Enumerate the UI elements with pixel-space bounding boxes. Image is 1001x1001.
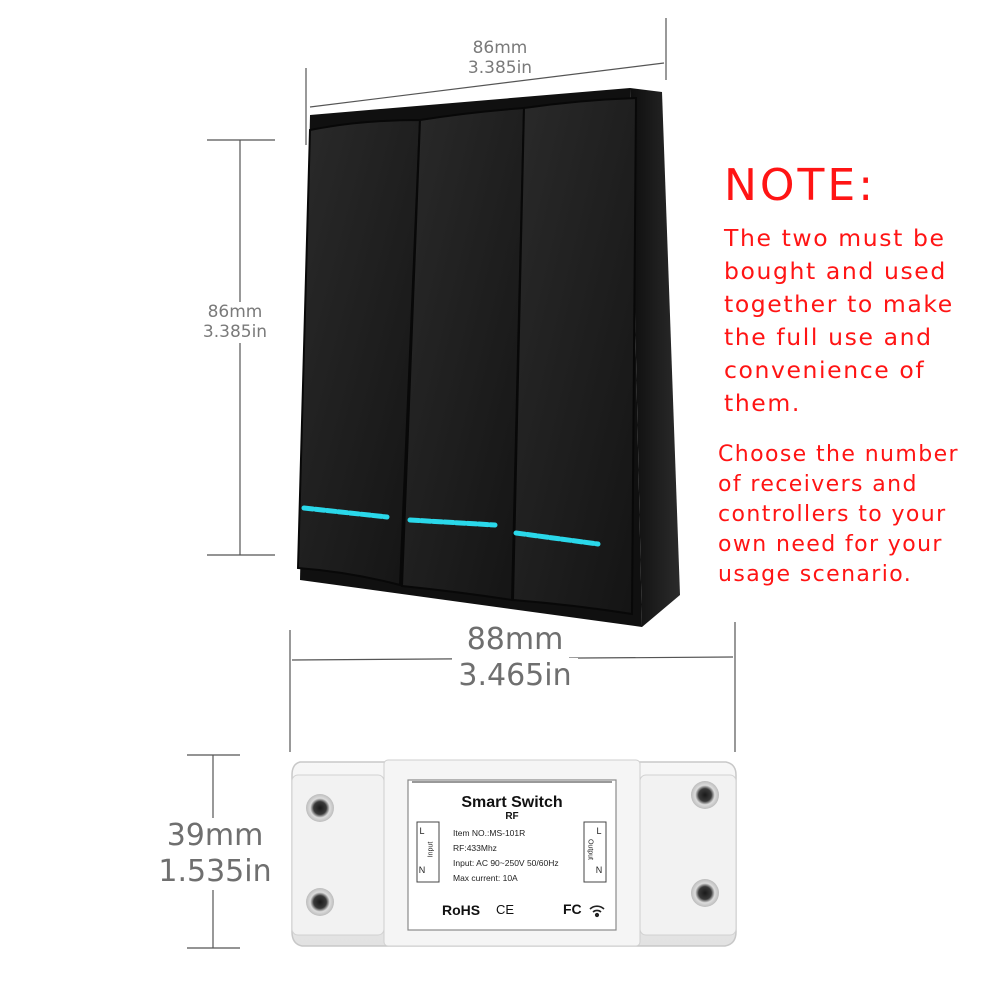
note-line: usage scenario. (718, 562, 913, 587)
switch-width-label: 86mm 3.385in (440, 38, 560, 79)
label-specs: Item NO.:MS-101R RF:433Mhz Input: AC 90~… (453, 826, 559, 886)
label-subtitle: RF (505, 811, 519, 822)
receiver-width-in: 3.465in (452, 658, 578, 694)
note-line: controllers to your (718, 502, 947, 527)
note-paragraph-2: Choose the number of receivers and contr… (718, 440, 959, 590)
label-right-L: L (596, 826, 602, 836)
note-line: bought and used (724, 257, 947, 285)
screw-hole-top-left (306, 794, 334, 822)
label-left-L: L (419, 826, 425, 836)
note-line: convenience of (724, 356, 926, 384)
led-indicator-3 (513, 530, 601, 547)
label-item-no: Item NO.:MS-101R (453, 828, 526, 838)
switch-height-label: 86mm 3.385in (180, 302, 290, 343)
note-paragraph-1: The two must be bought and used together… (724, 222, 954, 420)
note-title: NOTE: (724, 160, 877, 211)
receiver-label (407, 779, 617, 931)
screw-hole-bottom-left (306, 888, 334, 916)
rohs-mark: RoHS (442, 902, 481, 918)
note-line: The two must be (724, 224, 946, 252)
label-output-side: Output (586, 838, 594, 860)
receiver-height-mm: 39mm (166, 818, 264, 853)
receiver-width-mm: 88mm (460, 622, 570, 658)
top-dimension-line (305, 18, 667, 145)
wall-switch (296, 88, 680, 627)
note-line: own need for your (718, 532, 943, 557)
receiver-width-label: 88mm 3.465in (430, 622, 600, 694)
switch-width-mm: 86mm (472, 38, 528, 58)
led-indicator-2 (407, 517, 498, 528)
switch-height-in: 3.385in (202, 322, 268, 343)
left-dimension-line (207, 139, 275, 556)
note-line: together to make (724, 290, 954, 318)
screw-hole-bottom-right (691, 879, 719, 907)
label-input: Input: AC 90~250V 50/60Hz (453, 858, 559, 868)
receiver-module (291, 759, 737, 947)
screw-hole-top-right (691, 781, 719, 809)
switch-height-mm: 86mm (207, 302, 263, 322)
label-right-N: N (595, 865, 603, 875)
label-input-side: Input (427, 841, 435, 858)
label-rf: RF:433Mhz (453, 843, 497, 853)
note-line: them. (724, 389, 801, 417)
switch-width-in: 3.385in (467, 58, 533, 79)
label-left-N: N (418, 865, 426, 875)
wifi-icon (589, 905, 605, 918)
fc-mark: FC (563, 901, 582, 917)
led-indicator-1 (301, 505, 390, 520)
label-title: Smart Switch (461, 794, 563, 811)
note-line: Choose the number (718, 442, 959, 467)
note-line: the full use and (724, 323, 933, 351)
note-line: of receivers and (718, 472, 918, 497)
ce-mark: CE (496, 902, 515, 917)
receiver-height-label: 39mm 1.535in (150, 818, 280, 890)
label-max-current: Max current: 10A (453, 873, 518, 883)
receiver-height-in: 1.535in (158, 854, 272, 889)
